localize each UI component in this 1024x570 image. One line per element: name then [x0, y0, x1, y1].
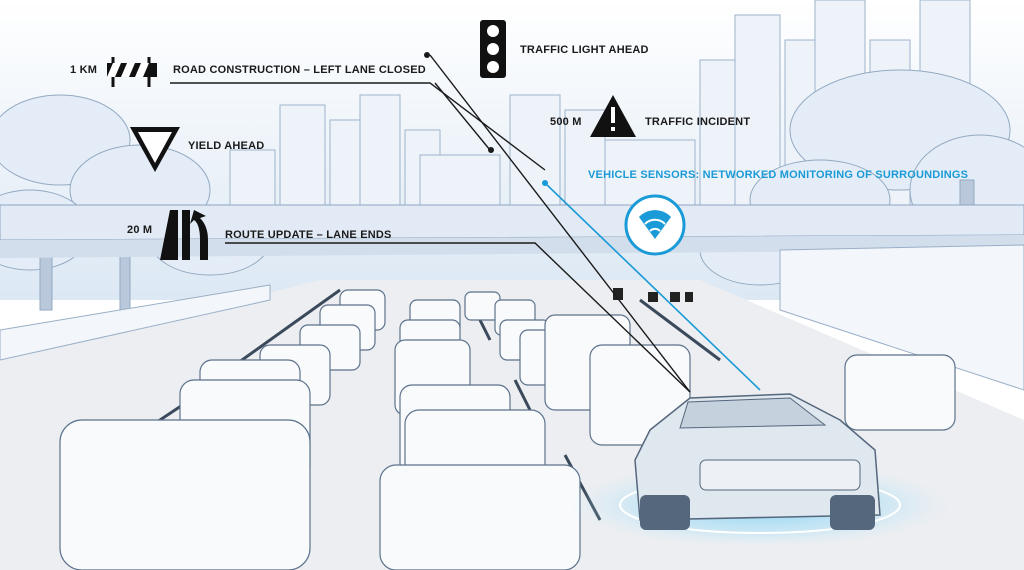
callout-lines	[170, 54, 691, 393]
sensor-line	[544, 182, 761, 391]
traffic-light-label: TRAFFIC LIGHT AHEAD	[520, 44, 649, 56]
warning-triangle-icon	[590, 95, 636, 137]
incident-distance: 500 M	[550, 116, 582, 128]
traffic-light-icon	[480, 20, 506, 78]
construction-distance: 1 KM	[70, 64, 97, 76]
lane-ends-distance: 20 M	[127, 224, 152, 236]
right-wall	[779, 244, 1024, 391]
lane-ends-icon	[160, 210, 208, 260]
left-wall	[0, 284, 271, 361]
yield-sign-icon	[130, 127, 180, 172]
overpass-bridge	[0, 204, 1024, 258]
lane-ends-label: ROUTE UPDATE – LANE ENDS	[225, 229, 392, 241]
ego-car	[634, 393, 881, 530]
incident-label: TRAFFIC INCIDENT	[645, 116, 750, 128]
wireless-signal-icon	[624, 194, 686, 256]
yield-label: YIELD AHEAD	[188, 140, 264, 152]
callout-dot-top	[424, 52, 430, 58]
chevron-signs	[613, 288, 693, 302]
sensor-label: VEHICLE SENSORS: NETWORKED MONITORING OF…	[588, 169, 968, 181]
road-barrier-icon	[107, 57, 157, 87]
callout-dot-construction	[488, 147, 494, 153]
traffic-cars	[59, 289, 956, 570]
construction-label: ROAD CONSTRUCTION – LEFT LANE CLOSED	[173, 64, 426, 76]
